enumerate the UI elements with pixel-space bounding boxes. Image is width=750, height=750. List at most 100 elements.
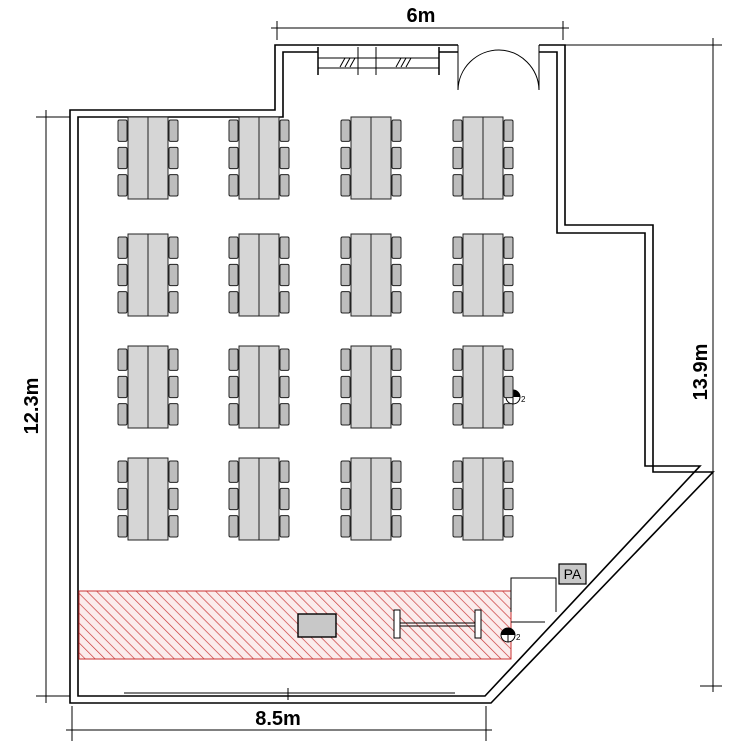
chair xyxy=(452,146,463,170)
chair xyxy=(340,146,351,170)
table-group xyxy=(228,233,290,317)
table-grid xyxy=(117,116,514,541)
chair xyxy=(228,403,239,426)
chair xyxy=(503,174,514,197)
chair xyxy=(279,174,290,197)
table-group xyxy=(452,116,514,200)
chair xyxy=(391,119,402,142)
chair xyxy=(340,348,351,371)
table-group xyxy=(340,116,402,200)
chair xyxy=(117,375,128,399)
chair xyxy=(340,487,351,511)
chair xyxy=(503,291,514,314)
table-group xyxy=(452,345,514,429)
chair xyxy=(452,174,463,197)
chair xyxy=(503,487,514,511)
room-walls xyxy=(69,44,715,704)
chair xyxy=(503,119,514,142)
chair xyxy=(228,348,239,371)
chair xyxy=(168,403,179,426)
chair xyxy=(168,263,179,287)
chair xyxy=(117,348,128,371)
chair xyxy=(391,487,402,511)
table-group xyxy=(117,116,179,200)
chair xyxy=(340,460,351,483)
entrance-door xyxy=(457,43,540,91)
chair xyxy=(117,487,128,511)
chair xyxy=(117,236,128,259)
chair xyxy=(391,236,402,259)
chair xyxy=(452,291,463,314)
chair xyxy=(279,146,290,170)
dimension-bottom-label: 8.5m xyxy=(255,708,301,730)
chair xyxy=(168,119,179,142)
chair xyxy=(228,236,239,259)
chair xyxy=(117,460,128,483)
pa-box xyxy=(558,563,587,585)
chair xyxy=(452,119,463,142)
chair xyxy=(503,236,514,259)
chair xyxy=(452,375,463,399)
chair xyxy=(279,348,290,371)
chair xyxy=(503,460,514,483)
stage-table xyxy=(393,609,482,639)
chair xyxy=(117,119,128,142)
chair xyxy=(117,146,128,170)
chair xyxy=(391,348,402,371)
chair xyxy=(340,375,351,399)
chair xyxy=(452,403,463,426)
chair xyxy=(391,146,402,170)
chair xyxy=(279,263,290,287)
table-group xyxy=(117,345,179,429)
chair xyxy=(279,487,290,511)
chair xyxy=(503,403,514,426)
table-group xyxy=(340,345,402,429)
chair xyxy=(452,263,463,287)
chair xyxy=(279,375,290,399)
chair xyxy=(168,487,179,511)
table-group xyxy=(228,116,290,200)
chair xyxy=(168,348,179,371)
chair xyxy=(503,375,514,399)
chair xyxy=(391,515,402,538)
chair xyxy=(168,375,179,399)
dimension-lines xyxy=(36,21,722,741)
chair xyxy=(168,236,179,259)
table-group xyxy=(228,345,290,429)
chair xyxy=(279,119,290,142)
pa-booth: PA xyxy=(510,563,587,623)
table-group xyxy=(117,457,179,541)
table-group xyxy=(117,233,179,317)
chair xyxy=(279,291,290,314)
chair xyxy=(117,291,128,314)
chair xyxy=(279,403,290,426)
chair xyxy=(117,403,128,426)
chair xyxy=(168,174,179,197)
chair xyxy=(503,348,514,371)
chair xyxy=(391,174,402,197)
chair xyxy=(228,515,239,538)
chair xyxy=(340,119,351,142)
chair xyxy=(117,263,128,287)
chair xyxy=(279,515,290,538)
chair xyxy=(503,263,514,287)
chair xyxy=(228,487,239,511)
chair xyxy=(228,146,239,170)
dimension-left-label: 12.3m xyxy=(21,378,43,435)
stage-podium xyxy=(297,613,337,638)
chair xyxy=(340,515,351,538)
chair xyxy=(340,263,351,287)
chair xyxy=(228,263,239,287)
chair xyxy=(340,291,351,314)
chair xyxy=(391,460,402,483)
chair xyxy=(228,291,239,314)
chair xyxy=(228,375,239,399)
table-group xyxy=(228,457,290,541)
chair xyxy=(391,403,402,426)
chair xyxy=(452,515,463,538)
stage-area xyxy=(78,590,512,660)
chair xyxy=(168,146,179,170)
chair xyxy=(452,236,463,259)
chair xyxy=(503,515,514,538)
